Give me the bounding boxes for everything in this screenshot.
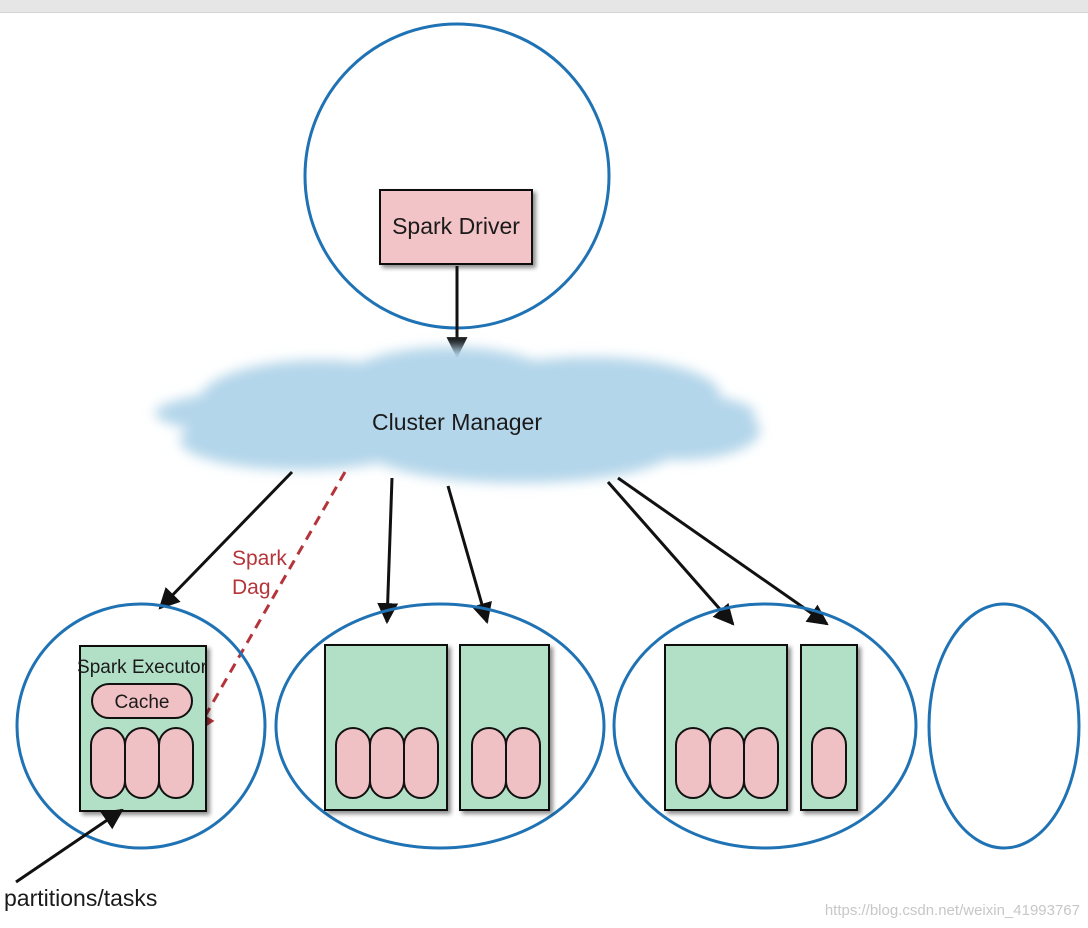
cache-label: Cache bbox=[115, 692, 170, 713]
worker-node-2 bbox=[274, 602, 606, 850]
manager-to-executor2b-arrow bbox=[446, 485, 492, 625]
partition bbox=[811, 727, 847, 799]
top-window-bar bbox=[0, 0, 1088, 13]
watermark: https://blog.csdn.net/weixin_41993767 bbox=[825, 902, 1080, 919]
executor-box-3a bbox=[664, 644, 788, 811]
partition bbox=[709, 727, 745, 799]
executor-box-3b bbox=[800, 644, 858, 811]
executor-box-2a bbox=[324, 644, 448, 811]
manager-to-executor3b-arrow bbox=[617, 476, 829, 626]
spark-dag-label-line1: Spark bbox=[232, 547, 287, 570]
cluster-manager-cloud bbox=[155, 347, 760, 483]
spark-executor-box: Spark Executor Cache bbox=[77, 645, 208, 812]
manager-to-executor1-arrow bbox=[158, 470, 294, 610]
partition bbox=[124, 727, 160, 799]
worker-node-1 bbox=[15, 602, 267, 850]
partition bbox=[675, 727, 711, 799]
spark-driver-box: Spark Driver bbox=[379, 189, 533, 265]
partition bbox=[158, 727, 194, 799]
partition bbox=[471, 727, 507, 799]
partition bbox=[369, 727, 405, 799]
cluster-manager-label: Cluster Manager bbox=[372, 409, 542, 435]
partitions-tasks-label: partitions/tasks bbox=[4, 885, 157, 911]
worker-node-3 bbox=[612, 602, 918, 850]
partition bbox=[505, 727, 541, 799]
manager-to-executor3a-arrow bbox=[606, 481, 735, 626]
partition bbox=[403, 727, 439, 799]
worker-node-4 bbox=[927, 602, 1081, 850]
partition bbox=[90, 727, 126, 799]
partitions-pointer-arrow bbox=[15, 808, 124, 884]
spark-dag-label-line2: Dag bbox=[232, 576, 271, 599]
spark-dag-arrow bbox=[194, 471, 347, 734]
executor-box-2b bbox=[459, 644, 550, 811]
partition bbox=[335, 727, 371, 799]
cache-box bbox=[91, 683, 193, 719]
manager-to-executor2a-arrow bbox=[377, 477, 399, 625]
spark-driver-label: Spark Driver bbox=[392, 213, 520, 239]
spark-executor-label: Spark Executor bbox=[77, 657, 208, 678]
partition bbox=[743, 727, 779, 799]
